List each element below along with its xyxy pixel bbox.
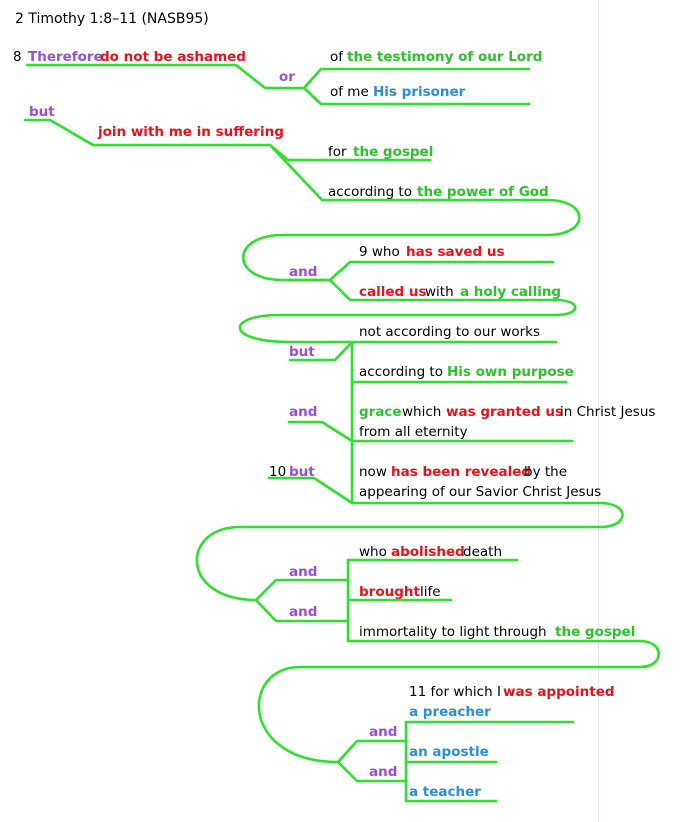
verb-phrase: abolished [391, 544, 465, 560]
noun: death [463, 544, 502, 560]
diagram-line [254, 598, 350, 623]
noun-phrase: grace [359, 404, 402, 420]
verb-phrase: was appointed [503, 684, 615, 700]
phrase: appearing of our Savior Christ Jesus [359, 484, 602, 500]
adverb: now [359, 464, 387, 480]
relative-pronoun: 9 who [359, 244, 400, 260]
connective-word: and [369, 764, 398, 780]
connective-word: but [29, 104, 55, 120]
person-phrase: an apostle [409, 744, 489, 760]
noun-phrase: the gospel [353, 144, 434, 160]
connective-word: but [289, 344, 315, 360]
diagram-line [238, 278, 577, 344]
noun-phrase: the power of God [417, 184, 549, 200]
diagram-line [25, 63, 306, 90]
verb-phrase: do not be ashamed [100, 49, 246, 65]
verse-number: 8 [13, 49, 22, 65]
connective-word: but [289, 464, 315, 480]
person-phrase: His prisoner [373, 84, 466, 100]
diagram-line [336, 739, 408, 764]
verb-phrase: called us [359, 284, 427, 300]
connective-word: and [289, 564, 318, 580]
diagram-line [242, 143, 581, 282]
connective-word: and [289, 404, 318, 420]
diagram-line [195, 501, 624, 602]
relative-pronoun: which [402, 404, 442, 420]
preposition: by the [524, 464, 568, 480]
diagram-line [288, 340, 354, 362]
person-phrase: a teacher [409, 784, 481, 800]
relative-pronoun: who [359, 544, 387, 560]
page-margin-rule [598, 0, 599, 822]
noun-phrase: His own purpose [447, 364, 574, 380]
verse-number: 10 [269, 464, 287, 480]
connective-word: or [279, 69, 295, 85]
verb-phrase: join with me in suffering [98, 124, 284, 140]
preposition: according to [359, 364, 443, 380]
preposition: for [328, 144, 347, 160]
verb-phrase: has been revealed [391, 464, 532, 480]
preposition: according to [328, 184, 412, 200]
diagram-line [302, 86, 531, 106]
diagram-line [328, 260, 555, 282]
noun-phrase: the gospel [555, 624, 636, 640]
preposition: with [425, 284, 454, 300]
phrase: in Christ Jesus [560, 404, 656, 420]
diagram-line [287, 420, 574, 443]
noun-phrase: a holy calling [460, 284, 562, 300]
connective-word: and [289, 604, 318, 620]
preposition: of me [330, 84, 369, 100]
preposition: of [330, 49, 344, 65]
phrase: immortality to light through [359, 624, 547, 640]
diagram-line [267, 476, 354, 505]
relative-clause: 11 for which I [409, 684, 501, 700]
verb-phrase: brought [359, 584, 420, 600]
diagram-line [336, 760, 408, 783]
verb-phrase: has saved us [406, 244, 505, 260]
page-title: 2 Timothy 1:8–11 (NASB95) [15, 11, 209, 27]
connective-word: Therefore [28, 49, 103, 65]
noun-phrase: the testimony of our Lord [347, 49, 543, 65]
person-phrase: a preacher [409, 704, 491, 720]
verb-phrase: was granted us [446, 404, 563, 420]
diagram-line [23, 118, 272, 147]
diagram-line [254, 578, 350, 602]
diagram-line [257, 639, 660, 764]
connective-word: and [369, 724, 398, 740]
noun: life [420, 584, 441, 600]
phrase: not according to our works [359, 324, 541, 340]
connective-word: and [289, 264, 318, 280]
diagram-line [302, 67, 531, 90]
phrase: from all eternity [359, 424, 468, 440]
